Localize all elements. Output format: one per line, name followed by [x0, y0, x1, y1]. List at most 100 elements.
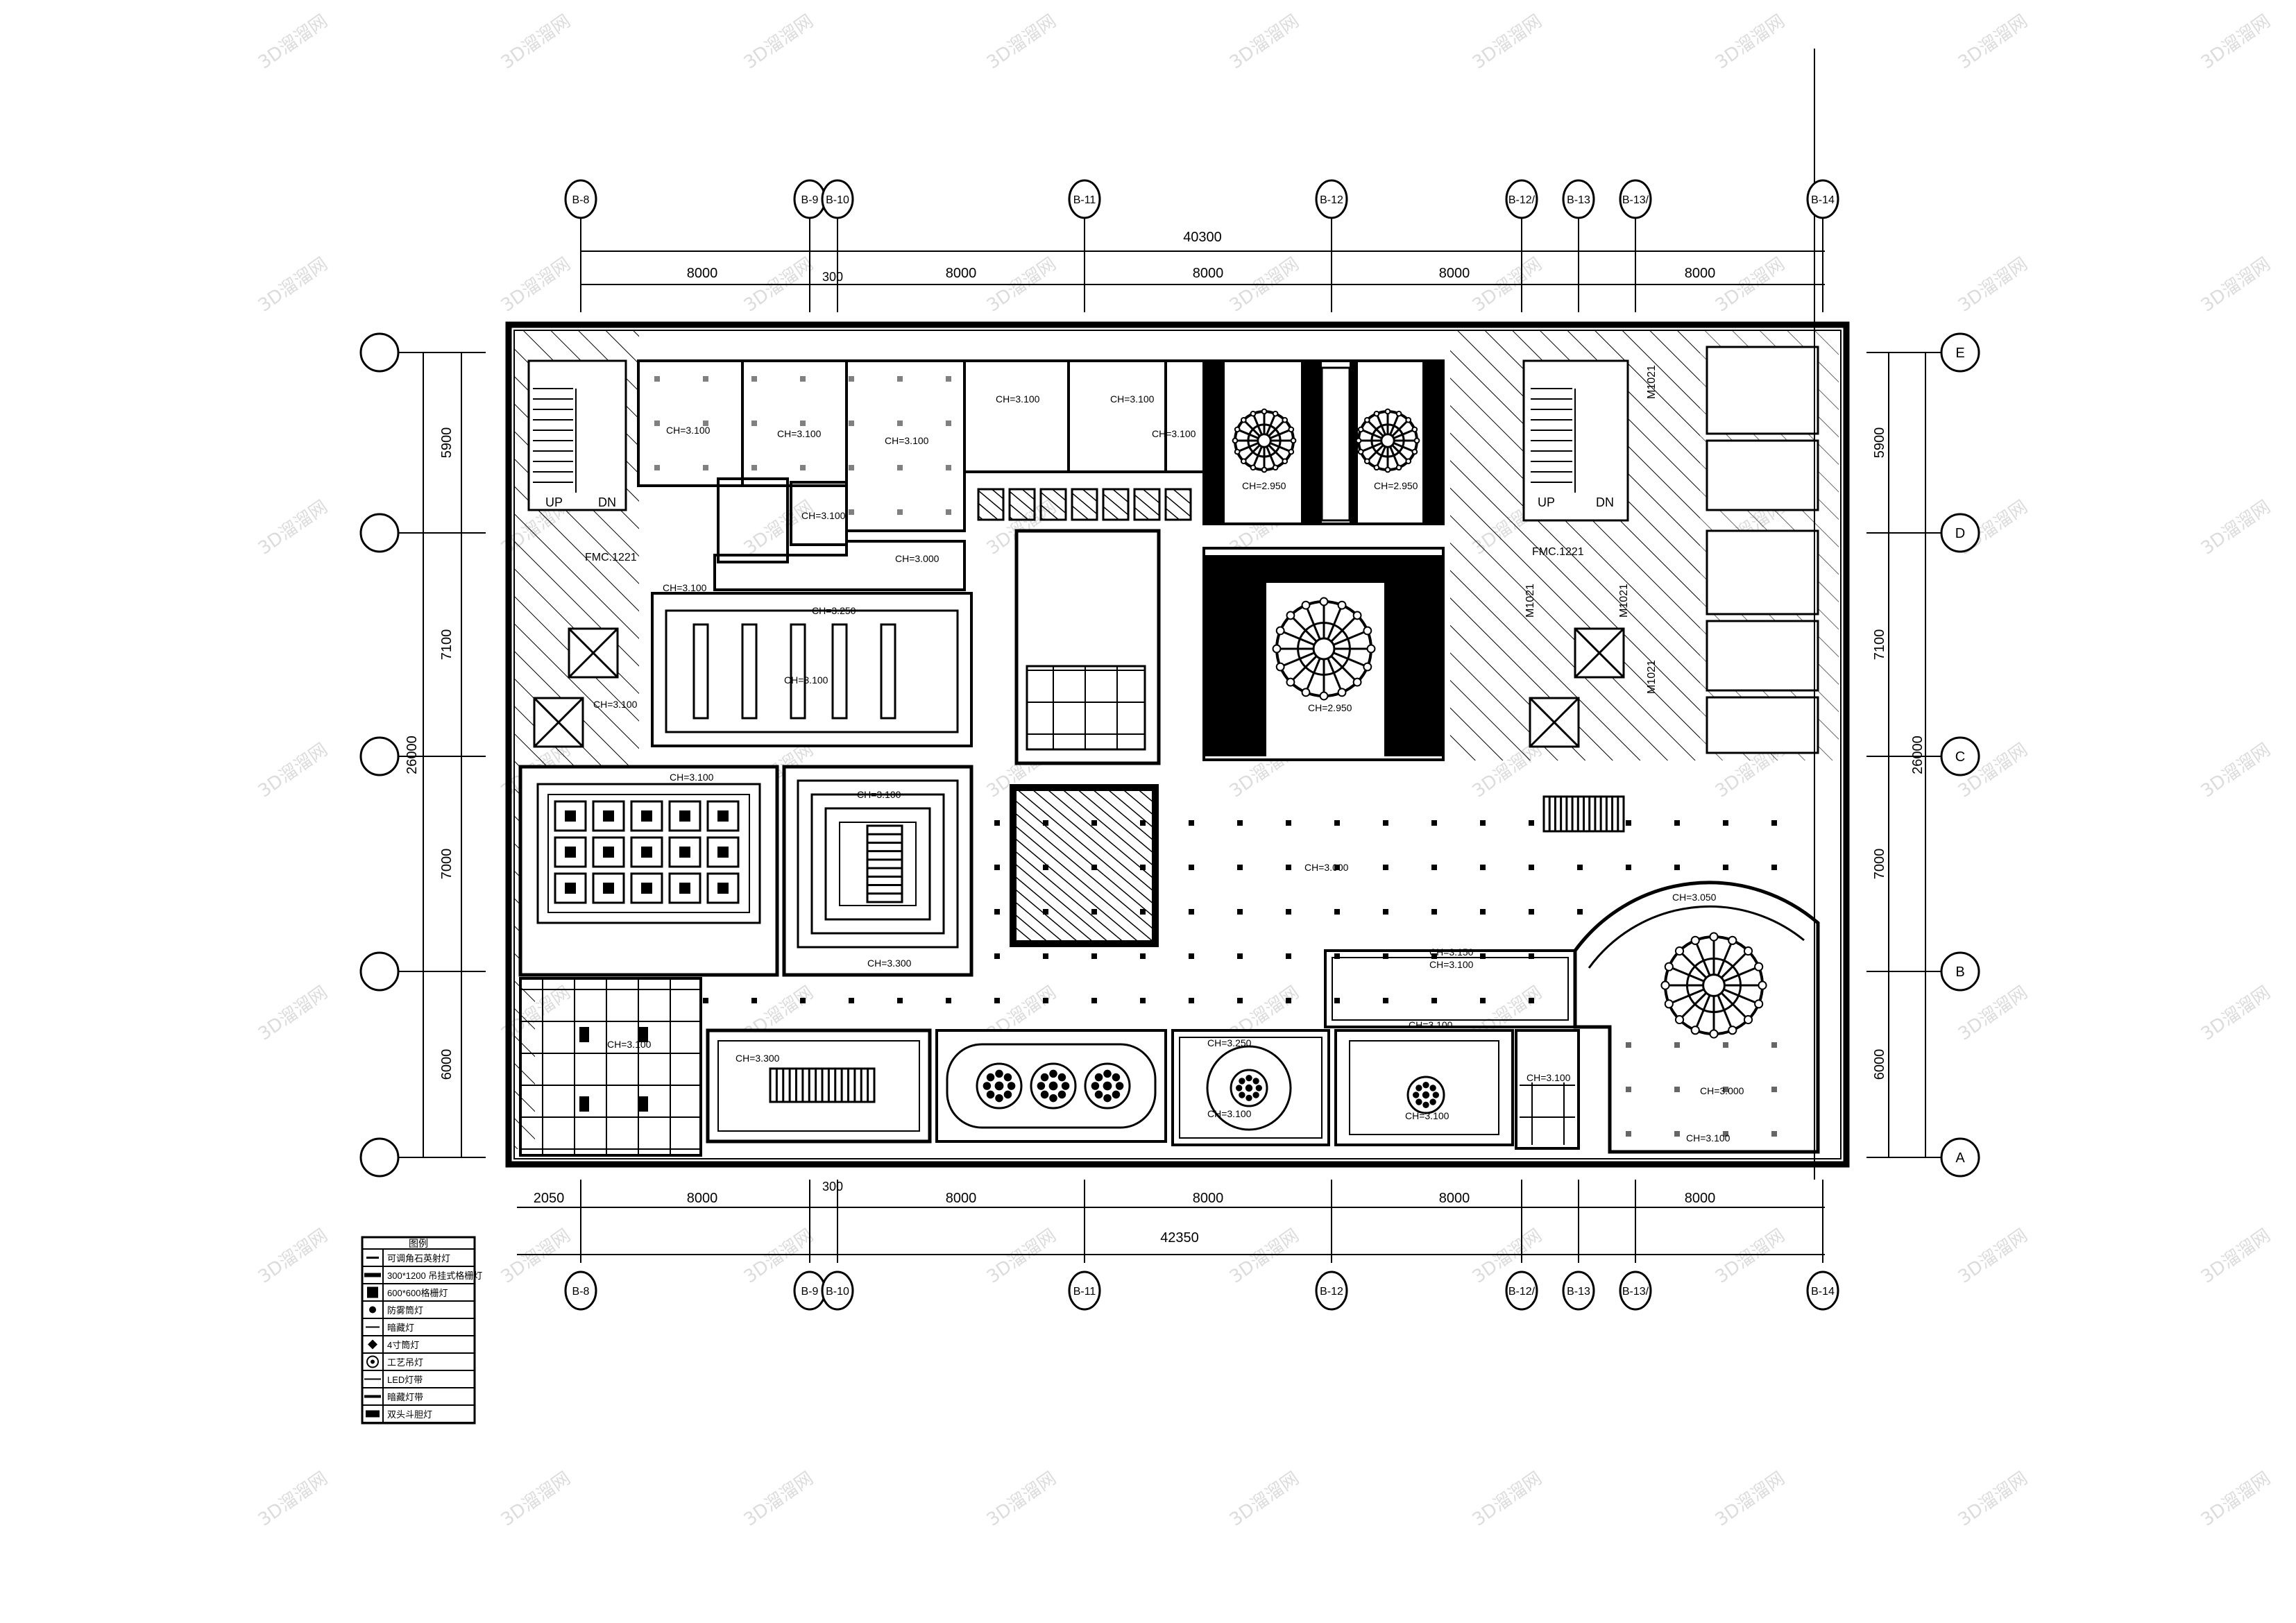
watermark-text: 3D溜溜网 — [1955, 1225, 2032, 1287]
grid-bubble-top: B-12 — [1320, 194, 1343, 206]
watermark-text: 3D溜溜网 — [255, 496, 332, 559]
legend-item-label: 工艺吊灯 — [387, 1357, 423, 1368]
stair-down-label: DN — [598, 495, 616, 509]
legend-item-label: 600*600格栅灯 — [387, 1288, 448, 1298]
tiled-room — [519, 977, 702, 1157]
grid-bubble-bottom: B-13/ — [1622, 1286, 1649, 1298]
legend-item-label: 4寸筒灯 — [387, 1340, 419, 1350]
chandelier-icon — [1272, 597, 1376, 701]
door-label: FMC.1221 — [1532, 546, 1584, 558]
legend-item-label: 暗藏灯 — [387, 1323, 414, 1333]
dim-text-top: 8000 — [946, 266, 977, 281]
grid-bubble-right: E — [1955, 346, 1964, 361]
stair-down-label-2: DN — [1596, 495, 1614, 509]
grid-bubble-top: B-13/ — [1622, 194, 1649, 206]
grid-bubble-top: B-10 — [826, 194, 849, 206]
dim-text-left: 5900 — [439, 427, 454, 459]
grid-bubble-top: B-11 — [1073, 194, 1096, 206]
corridor-band — [1324, 949, 1576, 1028]
ceiling-height-label: CH=3.100 — [670, 772, 714, 783]
dim-text-bottom: 8000 — [946, 1191, 977, 1206]
watermark-text: 3D溜溜网 — [2197, 982, 2274, 1044]
watermark-text: 3D溜溜网 — [2197, 739, 2274, 801]
washroom-cubicles — [1706, 346, 1819, 754]
dim-text-bottom: 8000 — [687, 1191, 718, 1206]
watermark-text: 3D溜溜网 — [1226, 1468, 1303, 1530]
watermark-text: 3D溜溜网 — [1712, 1225, 1789, 1287]
watermark-text: 3D溜溜网 — [1712, 10, 1789, 73]
dim-text-bottom: 2050 — [534, 1191, 565, 1206]
grid-bubble-bottom: B-9 — [801, 1286, 819, 1298]
watermark-text: 3D溜溜网 — [255, 1225, 332, 1287]
reception-area — [1573, 881, 1820, 1154]
ceiling-height-label: CH=3.100 — [885, 435, 929, 446]
legend-item-label: 防雾筒灯 — [387, 1305, 423, 1316]
downlights-c — [847, 361, 964, 531]
grid-bubble-right: B — [1955, 965, 1964, 980]
watermark-text: 3D溜溜网 — [2197, 253, 2274, 316]
watermark-text: 3D溜溜网 — [1955, 982, 2032, 1044]
dim-text-top-gap: 300 — [822, 270, 843, 284]
dim-text-right: 6000 — [1872, 1049, 1887, 1080]
dimension-lines — [399, 49, 1943, 1263]
watermark-text: 3D溜溜网 — [255, 1468, 332, 1530]
dim-text-right-total: 26000 — [1910, 736, 1925, 774]
chandelier-icon — [1355, 408, 1420, 473]
watermark-text: 3D溜溜网 — [255, 739, 332, 801]
watermark-text: 3D溜溜网 — [498, 1225, 575, 1287]
ceiling-height-label: CH=3.000 — [895, 553, 939, 564]
ceiling-height-label: CH=3.100 — [593, 699, 638, 710]
ceiling-height-label: CH=3.250 — [812, 605, 856, 616]
grid-bubble-bottom: B-12 — [1320, 1286, 1343, 1298]
chandelier-icon — [1660, 932, 1767, 1039]
ceiling-height-label: CH=3.300 — [735, 1053, 780, 1064]
ceiling-height-label: CH=3.000 — [1700, 1085, 1744, 1096]
ceiling-height-label: CH=3.000 — [1304, 862, 1349, 873]
ceiling-height-label: CH=3.100 — [1409, 1019, 1453, 1030]
stair-left: UP DN — [527, 359, 627, 511]
watermark-text: 3D溜溜网 — [740, 1468, 817, 1530]
watermark-text: 3D溜溜网 — [1469, 10, 1546, 73]
bottom-room-5 — [1515, 1029, 1580, 1150]
meeting-room-grid-lights — [651, 592, 973, 747]
watermark-text: 3D溜溜网 — [498, 1468, 575, 1530]
grid-bubble-top: B-14 — [1811, 194, 1835, 206]
feature-room-main — [1202, 547, 1445, 761]
ceiling-height-label: CH=3.250 — [1207, 1037, 1252, 1048]
legend-item-label: 暗藏灯带 — [387, 1392, 423, 1402]
grid-bubble-top: B-13 — [1567, 194, 1590, 206]
legend-item-label: 300*1200 吊挂式格栅灯 — [387, 1271, 482, 1281]
ceiling-height-label: CH=3.100 — [857, 789, 901, 800]
ceiling-height-label: CH=3.050 — [1672, 892, 1717, 903]
legend-item-label: LED灯带 — [387, 1375, 423, 1385]
door-label: M1021 — [1618, 584, 1630, 618]
watermark-text: 3D溜溜网 — [1469, 1468, 1546, 1530]
stair-right: UP DN — [1522, 359, 1629, 522]
ceiling-height-label: CH=3.150 — [1429, 946, 1474, 958]
grid-bubble-right: D — [1955, 526, 1965, 541]
dim-text-right: 7000 — [1872, 849, 1887, 880]
watermark-text: 3D溜溜网 — [498, 253, 575, 316]
downlights-a — [638, 361, 742, 486]
watermark-text: 3D溜溜网 — [2197, 1225, 2274, 1287]
grid-bubble-top: B-8 — [572, 194, 590, 206]
watermark-text: 3D溜溜网 — [2197, 1468, 2274, 1530]
grid-bubble-top: B-9 — [801, 194, 819, 206]
grid-bubble-bottom: B-14 — [1811, 1286, 1835, 1298]
dim-text-top-total: 40300 — [1183, 230, 1222, 245]
grid-bubble-bottom: B-8 — [572, 1286, 590, 1298]
watermark-text: 3D溜溜网 — [255, 982, 332, 1044]
grid-bubble-bottom: B-13 — [1567, 1286, 1590, 1298]
watermark-text: 3D溜溜网 — [255, 10, 332, 73]
grid-bubble-bottom: B-12/ — [1508, 1286, 1536, 1298]
watermark-text: 3D溜溜网 — [983, 1225, 1060, 1287]
dim-text-top: 8000 — [1685, 266, 1716, 281]
watermark-text: 3D溜溜网 — [740, 496, 817, 559]
watermark-text: 3D溜溜网 — [1226, 10, 1303, 73]
stair-up-label-2: UP — [1538, 495, 1555, 509]
watermark-text: 3D溜溜网 — [2197, 496, 2274, 559]
watermark-text: 3D溜溜网 — [1226, 1225, 1303, 1287]
watermark-text: 3D溜溜网 — [1955, 253, 2032, 316]
grid-bubble-right: C — [1955, 749, 1965, 765]
